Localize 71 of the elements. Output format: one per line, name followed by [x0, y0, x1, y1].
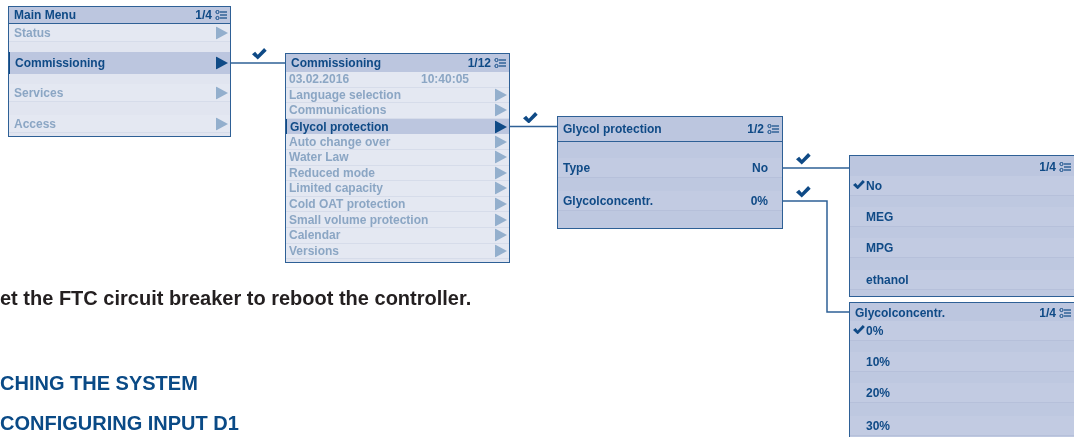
page-indicator: 1/4: [1039, 305, 1056, 320]
item-label: Type: [563, 160, 591, 175]
item-label: Glycolconcentr.: [563, 193, 654, 208]
selected-menu-item: [9, 52, 230, 74]
item-label: MPG: [866, 240, 894, 255]
screen-title: Commissioning: [291, 56, 381, 70]
item-label: Auto change over: [289, 134, 391, 149]
screen-title: Main Menu: [14, 8, 76, 22]
menu-item: [850, 352, 1074, 372]
section-heading: CHING THE SYSTEM: [0, 372, 198, 395]
connector-line: [229, 62, 286, 64]
menu-screen: [557, 116, 783, 229]
item-label: Access: [14, 116, 57, 131]
item-label: 0%: [866, 323, 884, 338]
item-label: Communications: [289, 103, 387, 118]
menu-item: [286, 72, 509, 88]
page-indicator: 1/4: [1039, 159, 1056, 174]
page-indicator: 1/2: [747, 122, 764, 136]
item-label: ethanol: [866, 272, 909, 287]
menu-item: [286, 181, 509, 197]
item-label: Services: [14, 85, 64, 100]
item-label: Small volume protection: [289, 212, 429, 227]
item-label: Calendar: [289, 228, 341, 243]
screen-title: Glycolconcentr.: [855, 305, 946, 320]
menu-item: [558, 158, 782, 178]
item-label: Reduced mode: [289, 165, 375, 180]
menu-screen: [849, 155, 1074, 297]
menu-screen: [8, 6, 231, 137]
menu-item: [286, 228, 509, 244]
item-value: 0%: [750, 193, 768, 208]
menu-item: [286, 212, 509, 228]
item-label: No: [866, 178, 882, 193]
menu-item: [9, 24, 230, 42]
page-indicator: 1/4: [195, 8, 212, 22]
item-label: Versions: [289, 243, 340, 258]
menu-item: [850, 176, 1074, 196]
connector-line: [508, 125, 558, 128]
menu-screen: [849, 302, 1074, 437]
menu-item: [850, 416, 1074, 436]
menu-screen: [285, 53, 510, 263]
item-label: 03.02.2016: [289, 72, 350, 87]
menu-item: [9, 115, 230, 133]
item-label: Cold OAT protection: [289, 197, 406, 212]
menu-item: [9, 84, 230, 102]
menu-item: [850, 321, 1074, 341]
menu-item: [850, 238, 1074, 258]
body-text: et the FTC circuit breaker to reboot the controller.: [0, 287, 472, 310]
page-indicator: 1/12: [467, 56, 491, 70]
item-label: 10%: [866, 354, 891, 369]
item-label: MEG: [866, 209, 894, 224]
menu-item: [286, 134, 509, 150]
item-value: 10:40:05: [420, 72, 469, 87]
menu-item: [558, 191, 782, 211]
item-label: Glycol protection: [290, 119, 389, 134]
connector-line: [781, 200, 850, 313]
menu-item: [850, 383, 1074, 403]
item-label: Commissioning: [15, 56, 105, 70]
connector-line: [781, 167, 850, 169]
item-label: Status: [14, 25, 51, 40]
item-label: 20%: [866, 385, 891, 400]
item-label: 30%: [866, 418, 891, 433]
screen-title: Glycol protection: [563, 122, 662, 136]
item-label: Water Law: [289, 150, 349, 165]
item-value: No: [752, 160, 768, 175]
menu-item: [286, 150, 509, 166]
item-label: Limited capacity: [289, 181, 384, 196]
menu-item: [850, 207, 1074, 227]
menu-item: [850, 270, 1074, 290]
section-heading: CONFIGURING INPUT D1: [0, 412, 239, 435]
item-label: Language selection: [289, 87, 402, 102]
menu-item: [286, 103, 509, 119]
